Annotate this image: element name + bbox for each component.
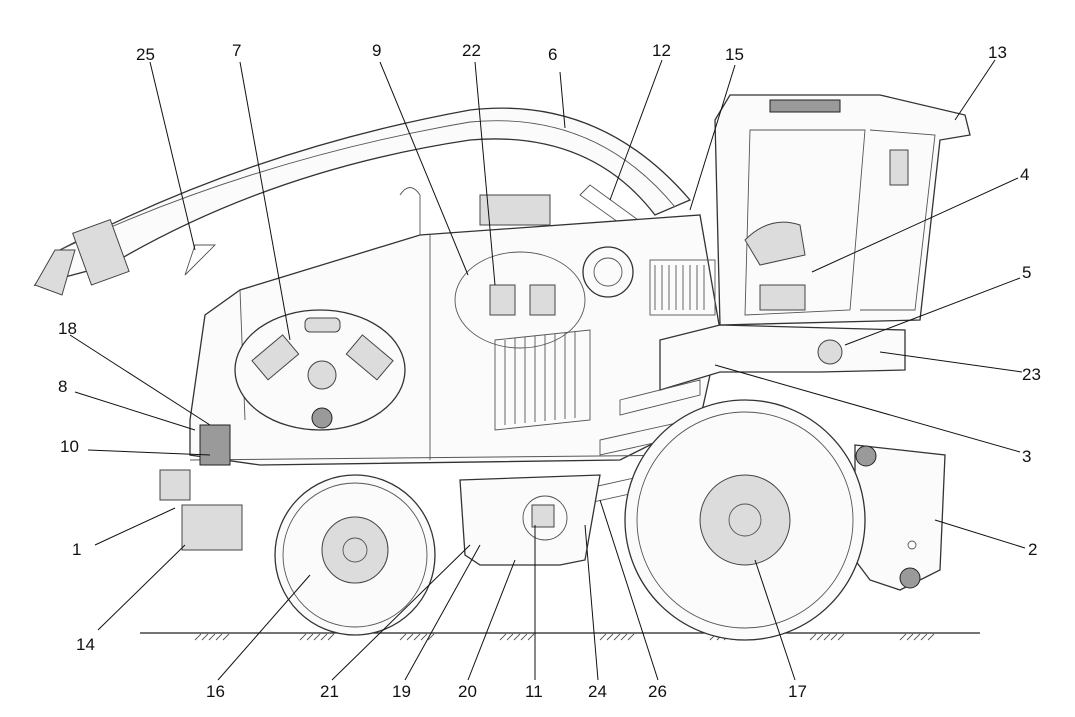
callout-2: 2 (1028, 540, 1037, 559)
callout-8: 8 (58, 377, 67, 396)
callout-3: 3 (1022, 447, 1031, 466)
discharge-spout (33, 107, 692, 296)
platform-and-tank (579, 324, 906, 506)
callout-5: 5 (1022, 263, 1031, 282)
callout-12: 12 (652, 41, 671, 60)
callout-17: 17 (788, 682, 807, 701)
hydraulic-unit (454, 246, 716, 349)
callout-1: 1 (72, 540, 81, 559)
callout-22: 22 (462, 41, 481, 60)
front-wheel (624, 399, 866, 641)
callout-labels: 1 2 3 4 5 6 7 8 9 10 11 12 13 14 15 16 1… (58, 41, 1041, 701)
callout-14: 14 (76, 635, 95, 654)
ground-line (140, 632, 980, 641)
radiator-grille (494, 329, 591, 431)
rear-wheel (274, 474, 436, 636)
callout-26: 26 (648, 682, 667, 701)
engine (234, 309, 406, 431)
callout-20: 20 (458, 682, 477, 701)
callout-13: 13 (988, 43, 1007, 62)
callout-16: 16 (206, 682, 225, 701)
callout-7: 7 (232, 41, 241, 60)
callout-25: 25 (136, 45, 155, 64)
callout-18: 18 (58, 319, 77, 338)
callout-6: 6 (548, 45, 557, 64)
callout-10: 10 (60, 437, 79, 456)
callout-11: 11 (525, 682, 543, 701)
callout-4: 4 (1020, 165, 1029, 184)
header-attachment (854, 444, 946, 591)
callout-15: 15 (725, 45, 744, 64)
operator-cab (714, 94, 971, 326)
callout-9: 9 (372, 41, 381, 60)
callout-19: 19 (392, 682, 411, 701)
callout-23: 23 (1022, 365, 1041, 384)
callout-24: 24 (588, 682, 607, 701)
chassis (159, 424, 701, 566)
callout-21: 21 (320, 682, 339, 701)
leader-lines (69, 59, 1026, 681)
